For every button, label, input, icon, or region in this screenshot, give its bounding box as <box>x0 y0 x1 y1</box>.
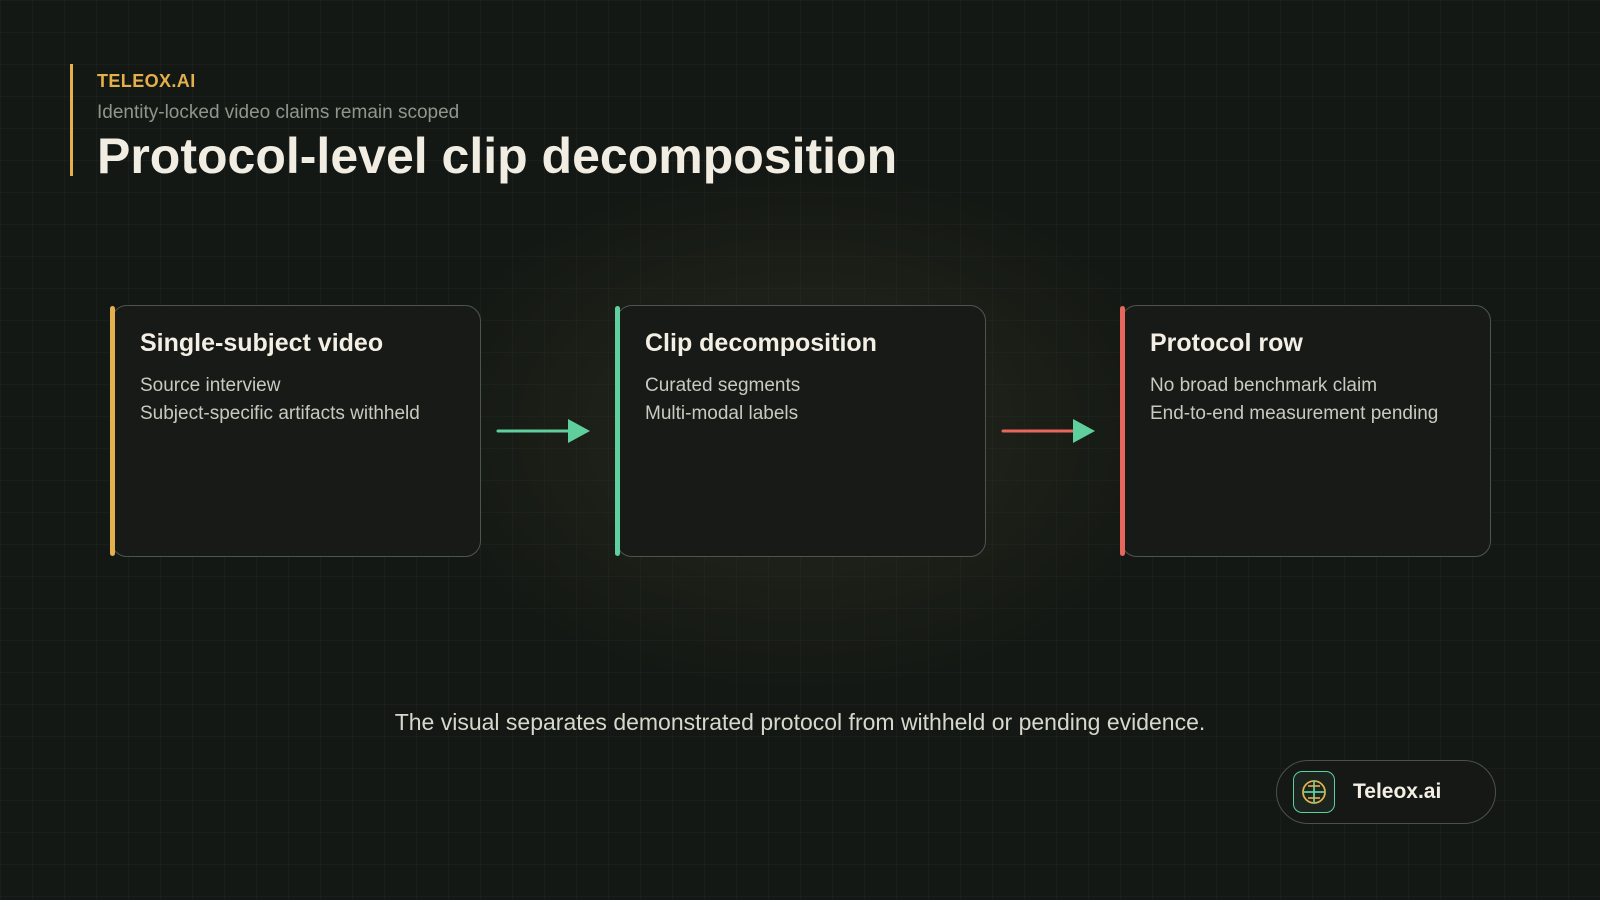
teleox-logo-icon <box>1293 771 1335 813</box>
stage-card-clip-decomposition: Clip decomposition Curated segments Mult… <box>615 305 986 557</box>
stage-detail: Subject-specific artifacts withheld <box>140 403 420 424</box>
teleox-logo-badge: Teleox.ai <box>1276 760 1496 824</box>
stage-title: Clip decomposition <box>645 329 877 357</box>
stage-detail: Source interview <box>140 375 281 396</box>
stage-title: Single-subject video <box>140 329 384 357</box>
stage-detail: End-to-end measurement pending <box>1150 403 1439 424</box>
page-title: Protocol-level clip decomposition <box>97 128 898 184</box>
stage-accent-bar <box>1120 306 1125 556</box>
connector-arrow-2 <box>1001 419 1095 443</box>
header: TELEOX.AI Identity-locked video claims r… <box>70 64 897 184</box>
stage-card-single-subject-video: Single-subject video Source interview Su… <box>110 305 481 557</box>
stage-detail: No broad benchmark claim <box>1150 375 1378 396</box>
stage-accent-bar <box>615 306 620 556</box>
stage-title: Protocol row <box>1150 329 1303 357</box>
stage-card-protocol-row: Protocol row No broad benchmark claim En… <box>1120 305 1491 557</box>
stage-accent-bar <box>110 306 115 556</box>
logo-text: Teleox.ai <box>1353 780 1442 803</box>
stage-detail: Multi-modal labels <box>645 403 799 424</box>
page-subtitle: Identity-locked video claims remain scop… <box>97 102 460 123</box>
diagram-caption: The visual separates demonstrated protoc… <box>394 709 1206 735</box>
brand-kicker: TELEOX.AI <box>97 71 196 91</box>
stage-detail: Curated segments <box>645 375 801 396</box>
connector-arrow-1 <box>496 419 590 443</box>
